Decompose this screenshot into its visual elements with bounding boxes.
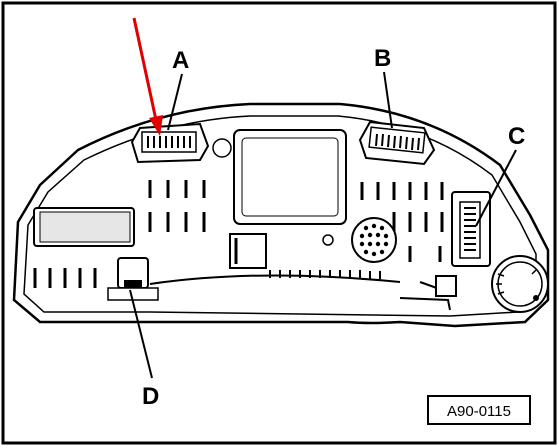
connector-d: [107, 257, 159, 301]
connector-b: [358, 120, 436, 166]
speaker-grille: [351, 217, 397, 263]
leader-line-b: [383, 71, 393, 129]
circuit-board: [212, 129, 347, 269]
figure-reference-label: A90-0115: [447, 403, 511, 420]
callout-label-a: A: [172, 47, 189, 74]
display-window: [33, 207, 135, 247]
leader-lines: [129, 71, 517, 379]
right-side-details: [399, 275, 457, 311]
callout-label-c: C: [508, 123, 525, 150]
connector-a: [130, 122, 210, 164]
figure-reference-box: A90-0115: [427, 395, 531, 425]
callout-label-b: B: [374, 45, 391, 72]
red-indicator-arrow: [132, 17, 163, 136]
connector-c: [451, 191, 491, 267]
adjustment-knob: [491, 255, 549, 313]
leader-line-a: [167, 73, 183, 131]
vent-slots-left: [33, 180, 206, 288]
leader-line-c: [475, 149, 517, 227]
leader-line-d: [129, 289, 153, 379]
callout-label-d: D: [142, 383, 159, 410]
